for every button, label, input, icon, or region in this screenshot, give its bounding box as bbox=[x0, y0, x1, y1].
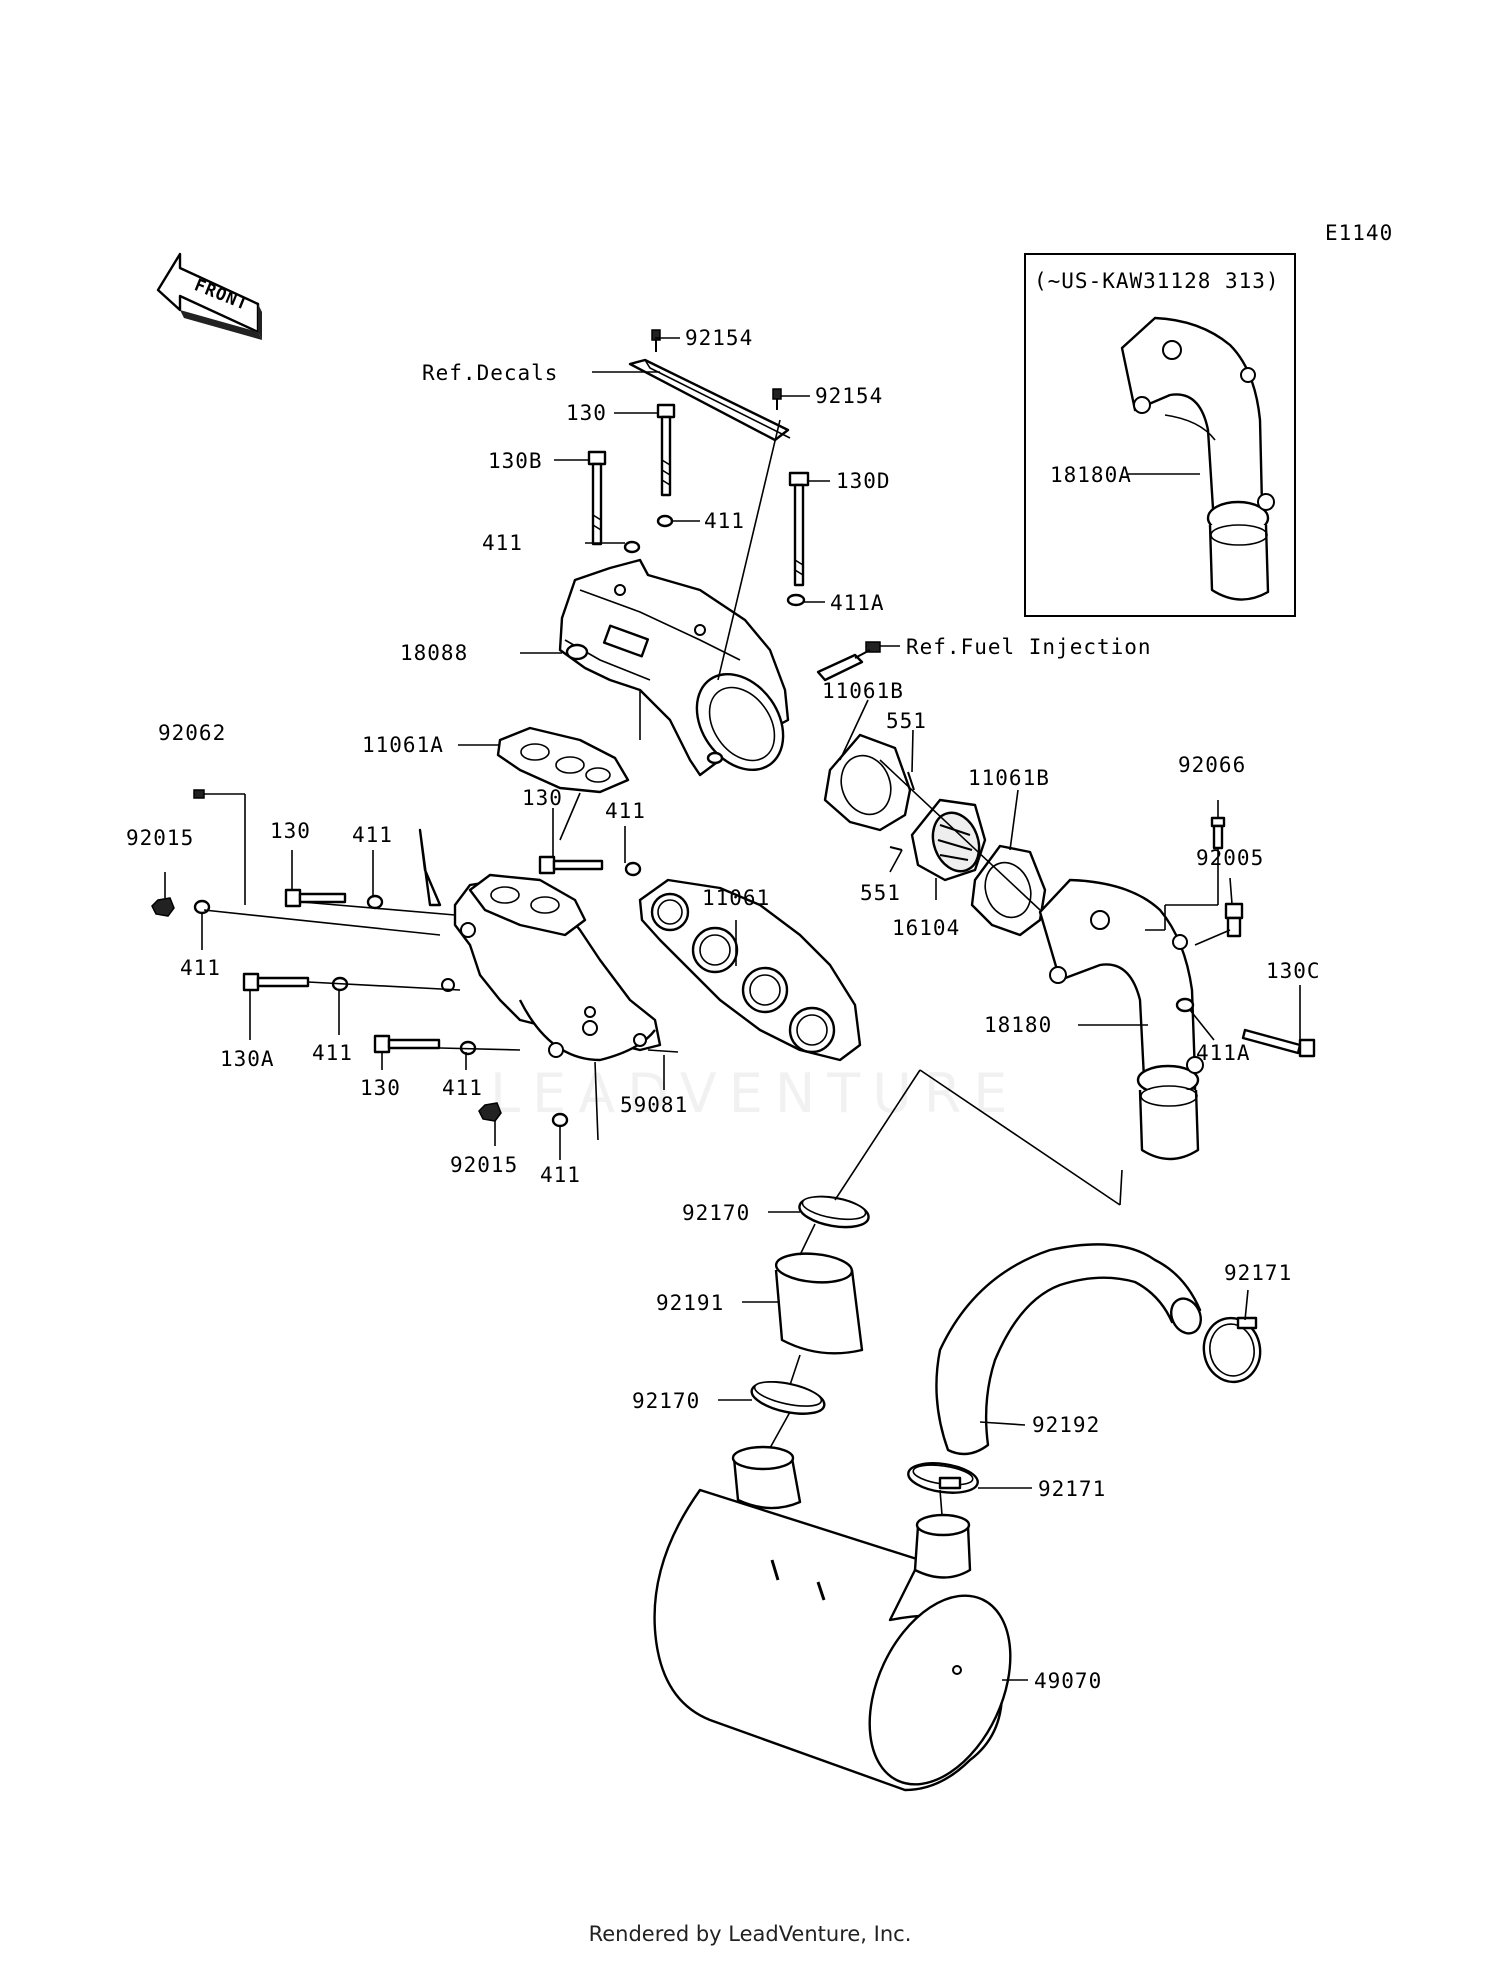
nut-92015-b bbox=[478, 1102, 502, 1122]
callout-411-mid: 411 bbox=[605, 799, 646, 823]
callout-411-bottom: 411 bbox=[540, 1163, 581, 1187]
callout-551-upper: 551 bbox=[886, 709, 927, 733]
bolt-130-top bbox=[656, 403, 676, 497]
bolt-130c bbox=[1241, 1028, 1316, 1058]
callout-ref-decals: Ref.Decals bbox=[422, 361, 558, 385]
callout-411-far-left: 411 bbox=[180, 956, 221, 980]
washer-411-a bbox=[623, 540, 641, 554]
exhaust-cover-18088 bbox=[558, 558, 790, 777]
callout-92015-bottom: 92015 bbox=[450, 1153, 518, 1177]
callout-49070: 49070 bbox=[1034, 1669, 1102, 1693]
fuel-injection-sensor bbox=[816, 641, 881, 682]
bolt-130a bbox=[242, 972, 310, 992]
callout-16104: 16104 bbox=[892, 916, 960, 940]
dowel-pin-551-a bbox=[907, 771, 915, 791]
bolt-130d bbox=[788, 471, 810, 587]
callout-92015-left: 92015 bbox=[126, 826, 194, 850]
callout-92170-lower: 92170 bbox=[632, 1389, 700, 1413]
bolt-130-upper-mid bbox=[538, 855, 604, 875]
callout-130-lower: 130 bbox=[360, 1076, 401, 1100]
decal-plate bbox=[628, 358, 791, 442]
washer-411-b bbox=[656, 514, 674, 528]
diagram-code: E1140 bbox=[1325, 221, 1393, 245]
inset-caption: (~US-KAW31128 313) bbox=[1034, 269, 1280, 293]
clamp-92171-lower bbox=[907, 1462, 979, 1494]
callout-11061: 11061 bbox=[702, 886, 770, 910]
washer-411a-top bbox=[786, 593, 806, 607]
leader-lines bbox=[164, 337, 1301, 1681]
callout-130c: 130C bbox=[1266, 959, 1321, 983]
clamp-92170-upper bbox=[798, 1195, 870, 1229]
callout-130-left: 130 bbox=[270, 819, 311, 843]
coupling-92191 bbox=[774, 1252, 864, 1355]
front-arrow-icon: FRONT bbox=[156, 252, 262, 340]
bolt-130-left bbox=[284, 888, 347, 908]
elbow-pipe-18180a bbox=[1120, 316, 1275, 601]
callout-18180: 18180 bbox=[984, 1013, 1052, 1037]
callout-11061a: 11061A bbox=[362, 733, 444, 757]
callout-92005: 92005 bbox=[1196, 846, 1264, 870]
callout-11061b-lower: 11061B bbox=[968, 766, 1050, 790]
callout-92066: 92066 bbox=[1178, 753, 1246, 777]
callout-11061b-upper: 11061B bbox=[822, 679, 904, 703]
dowel-pin-551-b bbox=[889, 846, 903, 851]
washer-411-upper-mid bbox=[624, 861, 642, 877]
screw-92154-b bbox=[772, 388, 782, 410]
callout-92191: 92191 bbox=[656, 1291, 724, 1315]
bolt-130-lower bbox=[373, 1034, 441, 1054]
muffler-49070 bbox=[653, 1445, 1012, 1792]
callout-92154-second: 92154 bbox=[815, 384, 883, 408]
clamp-92171-right bbox=[1202, 1316, 1262, 1384]
washer-411-left bbox=[193, 899, 211, 915]
hose-92192 bbox=[935, 1243, 1202, 1456]
callout-130a: 130A bbox=[220, 1047, 275, 1071]
flange-16104 bbox=[910, 798, 987, 882]
gasket-11061a bbox=[496, 726, 630, 794]
callout-411-left-upper: 411 bbox=[352, 823, 393, 847]
gasket-11061b-b bbox=[970, 844, 1047, 937]
fitting-92005 bbox=[1224, 902, 1244, 938]
callout-18180a: 18180A bbox=[1050, 463, 1132, 487]
elbow-pipe-18180 bbox=[1038, 878, 1204, 1161]
callout-130d: 130D bbox=[836, 469, 891, 493]
callout-411a-right: 411A bbox=[1196, 1041, 1251, 1065]
callout-92154-top: 92154 bbox=[685, 326, 753, 350]
bolt-130b bbox=[587, 450, 607, 546]
callout-92062: 92062 bbox=[158, 721, 226, 745]
bolt-92066 bbox=[1210, 816, 1226, 850]
callout-411-left: 411 bbox=[482, 531, 523, 555]
callout-130-mid: 130 bbox=[522, 786, 563, 810]
callout-130b: 130B bbox=[488, 449, 543, 473]
washer-411a-right bbox=[1175, 997, 1195, 1013]
callout-labels: 92154 Ref.Decals 92154 130 130B 130D 411… bbox=[126, 326, 1321, 1693]
screw-92154-a bbox=[651, 329, 661, 352]
callout-551-lower: 551 bbox=[860, 881, 901, 905]
callout-59081: 59081 bbox=[620, 1093, 688, 1117]
callout-411a-top: 411A bbox=[830, 591, 885, 615]
gasket-11061b-a bbox=[823, 733, 912, 832]
callout-92170-upper: 92170 bbox=[682, 1201, 750, 1225]
watermark: LEADVENTURE bbox=[490, 1062, 1019, 1125]
bolt-92062 bbox=[193, 789, 205, 799]
callout-130-top: 130 bbox=[566, 401, 607, 425]
callout-ref-fuel-injection: Ref.Fuel Injection bbox=[906, 635, 1152, 659]
inset-panel: (~US-KAW31128 313) bbox=[1024, 253, 1296, 617]
callout-92192: 92192 bbox=[1032, 1413, 1100, 1437]
clamp-92170-lower bbox=[750, 1381, 826, 1415]
callout-92171-lower: 92171 bbox=[1038, 1477, 1106, 1501]
washer-411-bottom bbox=[551, 1112, 569, 1128]
callout-92171-right: 92171 bbox=[1224, 1261, 1292, 1285]
washer-411-mid bbox=[366, 894, 384, 910]
nut-92015-a bbox=[151, 897, 175, 917]
gasket-11061 bbox=[638, 878, 862, 1062]
callout-411-lower: 411 bbox=[442, 1076, 483, 1100]
footer-credit: Rendered by LeadVenture, Inc. bbox=[588, 1922, 912, 1946]
callout-411-130a: 411 bbox=[312, 1041, 353, 1065]
callout-18088: 18088 bbox=[400, 641, 468, 665]
exhaust-manifold-59081 bbox=[418, 828, 662, 1062]
callout-411-top: 411 bbox=[704, 509, 745, 533]
